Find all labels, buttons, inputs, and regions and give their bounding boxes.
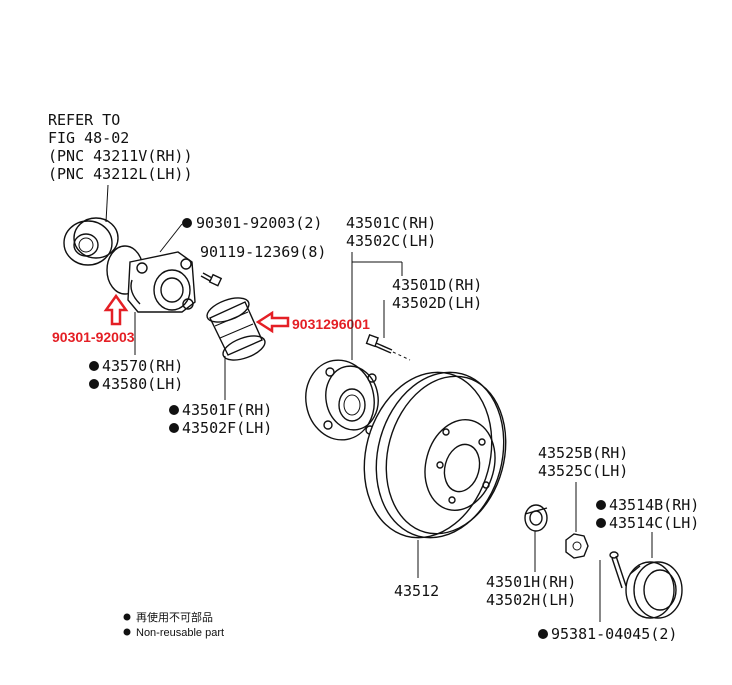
cotter-pin-part: [609, 551, 627, 589]
label-nut-lh: 43525C(LH): [538, 462, 628, 480]
label-hubd-lh: 43502D(LH): [392, 294, 482, 312]
refer-line-1: REFER TO: [48, 111, 120, 129]
label-hubd-rh: 43501D(RH): [392, 276, 482, 294]
label-hub-lh: 43502C(LH): [346, 232, 436, 250]
label-sleeve-rh: 43501F(RH): [182, 401, 272, 419]
bearing-marker-2: [89, 379, 99, 389]
legend: 再使用不可部品 Non-reusable part: [123, 610, 224, 639]
bearing-marker-1: [89, 361, 99, 371]
label-bolt-mid: 90119-12369(8): [200, 243, 326, 261]
label-pin: 95381-04045(2): [551, 625, 677, 643]
bolt-top-marker: [182, 218, 192, 228]
brake-disc-part: [363, 371, 507, 539]
bearing-housing-part: [127, 251, 196, 313]
sleeve-marker-2: [169, 423, 179, 433]
pin-marker: [538, 629, 548, 639]
red-arrow-left: [255, 310, 290, 334]
legend-marker-1: [123, 613, 131, 621]
label-hub-rh: 43501C(RH): [346, 214, 436, 232]
bolt-top-leader: [159, 223, 183, 253]
label-bearing-lh: 43580(LH): [102, 375, 183, 393]
refer-note: REFER TO FIG 48-02 (PNC 43211V(RH)) (PNC…: [48, 111, 193, 183]
label-nuth-rh: 43501H(RH): [486, 573, 576, 591]
cap-marker-1: [596, 500, 606, 510]
small-bolt-part: [200, 272, 223, 287]
red-label-right: 9031296001: [292, 316, 370, 332]
label-bearing-rh: 43570(RH): [102, 357, 183, 375]
axle-hub-part: [305, 359, 379, 441]
legend-en: Non-reusable part: [136, 627, 224, 639]
hub-bolt-part: [365, 333, 411, 361]
red-label-left: 90301-92003: [52, 329, 135, 345]
castle-nut-part: [565, 533, 589, 559]
label-cap-rh: 43514B(RH): [609, 496, 699, 514]
grease-cap-part: [625, 561, 683, 619]
red-arrow-up: [103, 293, 129, 326]
label-sleeve-lh: 43502F(LH): [182, 419, 272, 437]
legend-cn: 再使用不可部品: [136, 610, 213, 624]
refer-leader: [105, 184, 109, 223]
refer-line-3: (PNC 43211V(RH)): [48, 147, 193, 165]
cap-marker-2: [596, 518, 606, 528]
legend-marker-2: [123, 628, 131, 636]
label-cap-lh: 43514C(LH): [609, 514, 699, 532]
wheel-nut-part: [524, 504, 548, 532]
refer-line-4: (PNC 43212L(LH)): [48, 165, 193, 183]
label-bolt-top: 90301-92003(2): [196, 214, 322, 232]
label-nut-rh: 43525B(RH): [538, 444, 628, 462]
label-nuth-lh: 43502H(LH): [486, 591, 576, 609]
refer-line-2: FIG 48-02: [48, 129, 129, 147]
sleeve-part: [206, 297, 266, 361]
oil-seal-part: [63, 217, 119, 266]
sleeve-marker-1: [169, 405, 179, 415]
label-disc: 43512: [394, 582, 439, 600]
